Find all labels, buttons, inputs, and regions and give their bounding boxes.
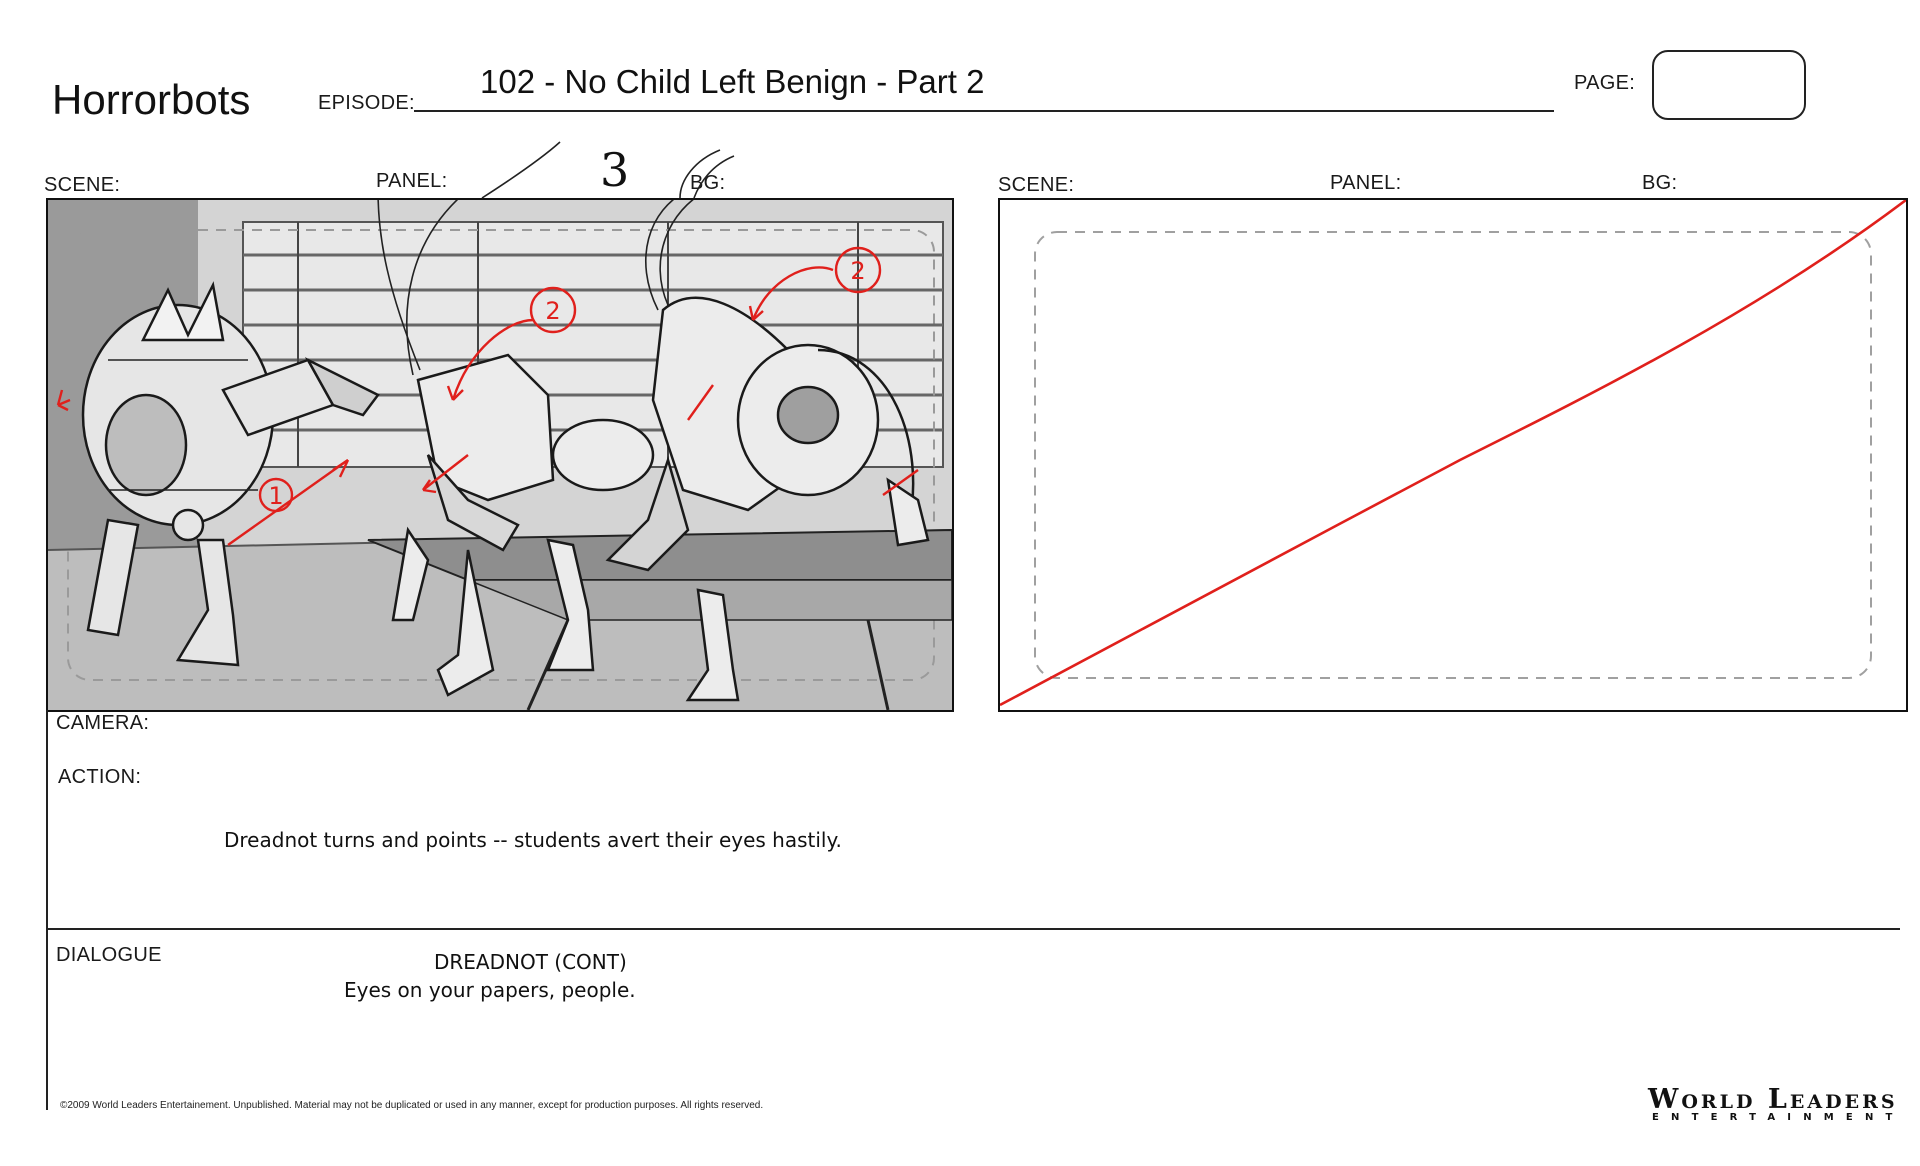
marker-circle-3 — [834, 246, 882, 294]
page-label: PAGE: — [1574, 72, 1636, 94]
panel-2-panel-label: PANEL: — [1330, 172, 1402, 194]
marker-circle-2 — [529, 286, 577, 334]
panel-1-panel-label: PANEL: — [376, 170, 448, 192]
action-arrow-1 — [227, 459, 349, 546]
camera-label: CAMERA: — [56, 712, 150, 734]
panel-2-bg-label: BG: — [1642, 172, 1678, 194]
empty-panel-sketch — [1000, 200, 1906, 707]
form-left-rule — [46, 710, 48, 1110]
panel-1-scene-label: SCENE: — [44, 174, 121, 196]
copyright-notice: ©2009 World Leaders Entertainement. Unpu… — [60, 1100, 764, 1111]
safe-area-guide — [1034, 231, 1872, 679]
company-logo-subtitle: ENTERTAINMENT — [1652, 1112, 1905, 1123]
storyboard-panel-1: 1 2 2 — [46, 198, 954, 712]
company-logo: World Leaders — [1648, 1084, 1898, 1115]
marker-label-1: 1 — [268, 482, 283, 510]
storyboard-panel-2 — [998, 198, 1908, 712]
marker-label-2: 2 — [545, 297, 560, 325]
form-divider — [46, 928, 1900, 930]
episode-underline — [414, 110, 1554, 112]
page-number-box — [1652, 50, 1806, 120]
show-title: Horrorbots — [52, 76, 251, 123]
sketch-number: 3 — [600, 143, 629, 197]
action-arrow-2 — [451, 318, 534, 401]
storyboard-sketch: 1 2 2 — [48, 200, 952, 710]
action-label: ACTION: — [58, 766, 142, 788]
dialogue-line: Eyes on your papers, people. — [344, 978, 636, 1002]
panel-cross-out-line — [1000, 200, 1906, 707]
dialogue-character: DREADNOT (CONT) — [434, 950, 627, 974]
panel-2-scene-label: SCENE: — [998, 174, 1075, 196]
dialogue-label: DIALOGUE — [56, 944, 162, 966]
marker-circle-1 — [258, 477, 294, 513]
marker-label-3: 2 — [850, 257, 865, 285]
action-text: Dreadnot turns and points -- students av… — [224, 828, 842, 852]
episode-label: EPISODE: — [318, 92, 415, 114]
action-arrow-3 — [751, 266, 834, 321]
episode-value: 102 - No Child Left Benign - Part 2 — [480, 63, 985, 100]
sketch-overflow: 3 — [481, 141, 735, 199]
